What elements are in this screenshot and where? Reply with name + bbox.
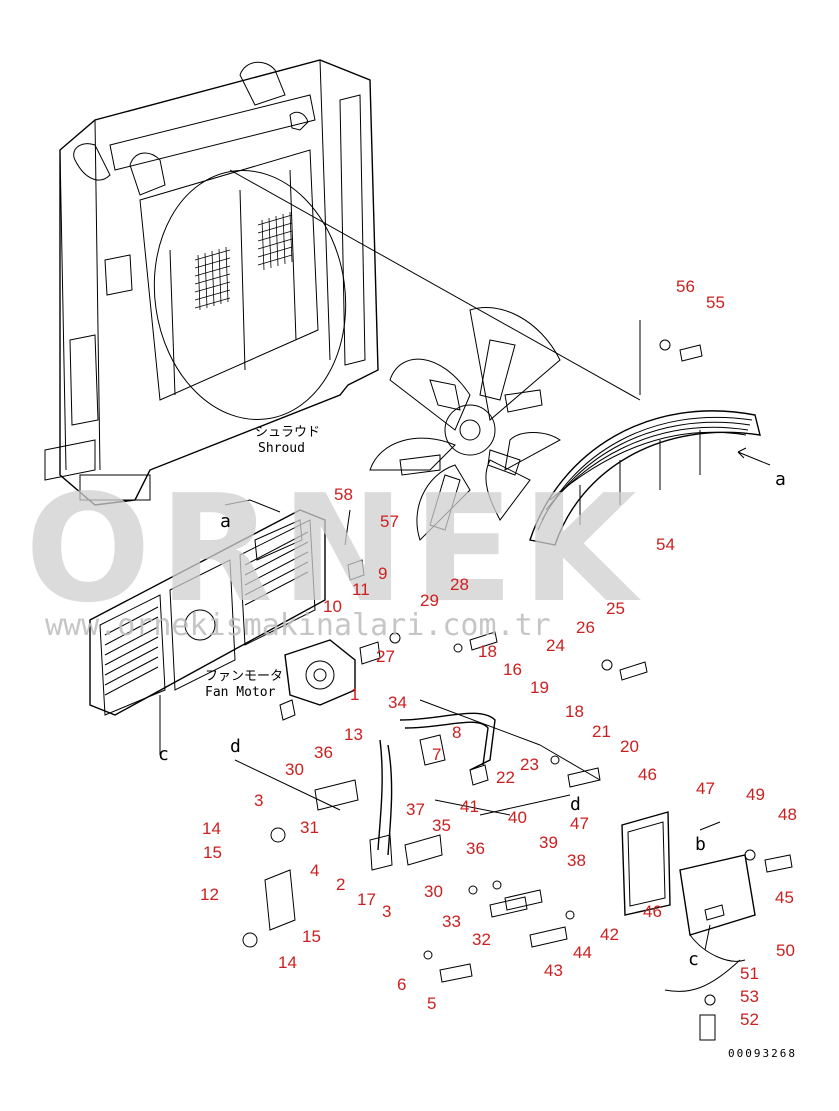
part-number-36: 36 (314, 743, 333, 762)
part-number-18: 18 (478, 642, 497, 661)
part-number-39: 39 (539, 833, 558, 852)
view-letter-a-left: a (220, 511, 231, 532)
part-number-37: 37 (406, 800, 425, 819)
view-letter-b: b (695, 834, 706, 855)
part-number-48: 48 (778, 805, 797, 824)
fan-blade (369, 306, 561, 541)
part-number-16: 16 (503, 660, 522, 679)
watermark-url: www.ornekismakinalari.com.tr (45, 608, 551, 643)
part-number-40: 40 (508, 808, 527, 827)
radiator-assembly (44, 59, 379, 506)
view-letter-d-right: d (570, 794, 581, 815)
drawing-code: 00093268 (728, 1047, 797, 1060)
view-letter-d-left: d (230, 736, 241, 757)
shroud-label-en: Shroud (258, 441, 305, 456)
part-number-1: 1 (350, 685, 359, 704)
part-number-30: 30 (424, 882, 443, 901)
assembly-line-top (229, 169, 641, 401)
part-number-28: 28 (450, 575, 469, 594)
part-number-33: 33 (442, 912, 461, 931)
part-number-6: 6 (397, 975, 406, 994)
part-number-5: 5 (427, 994, 436, 1013)
part-number-47: 47 (696, 779, 715, 798)
part-number-12: 12 (200, 885, 219, 904)
part-number-50: 50 (776, 941, 795, 960)
part-number-26: 26 (576, 618, 595, 637)
part-number-19: 19 (530, 678, 549, 697)
watermark-brand: ORNEK (25, 463, 644, 635)
view-letter-c-right: c (688, 949, 699, 970)
fasteners (242, 339, 793, 1041)
part-number-29: 29 (420, 591, 439, 610)
part-number-7: 7 (432, 745, 441, 764)
part-number-15: 15 (302, 927, 321, 946)
hoses (314, 712, 496, 871)
core-grid-right (257, 211, 293, 271)
part-number-14: 14 (278, 953, 297, 972)
part-number-54: 54 (656, 535, 675, 554)
part-number-2: 2 (336, 875, 345, 894)
part-number-3: 3 (254, 791, 263, 810)
part-number-38: 38 (567, 851, 586, 870)
part-number-47: 47 (570, 814, 589, 833)
part-number-53: 53 (740, 987, 759, 1006)
fan-motor-label-jp: ファンモータ (205, 669, 283, 684)
part-number-32: 32 (472, 930, 491, 949)
part-number-10: 10 (323, 597, 342, 616)
part-number-23: 23 (520, 755, 539, 774)
fan-motor-label-en: Fan Motor (205, 685, 276, 700)
part-number-56: 56 (676, 277, 695, 296)
part-number-4: 4 (310, 861, 319, 880)
part-number-36: 36 (466, 839, 485, 858)
part-number-9: 9 (378, 564, 387, 583)
part-number-24: 24 (546, 636, 565, 655)
part-number-22: 22 (496, 768, 515, 787)
leader-lines (159, 320, 721, 951)
part-number-35: 35 (432, 816, 451, 835)
part-number-46: 46 (638, 765, 657, 784)
view-letter-c-left: c (158, 744, 169, 765)
view-letter-a-right: a (775, 469, 786, 490)
part-number-46: 46 (643, 902, 662, 921)
part-number-43: 43 (544, 961, 563, 980)
part-number-51: 51 (740, 964, 759, 983)
part-number-15: 15 (203, 843, 222, 862)
part-number-31: 31 (300, 818, 319, 837)
fan-motor (279, 639, 356, 721)
part-number-58: 58 (334, 485, 353, 504)
part-number-41: 41 (460, 797, 479, 816)
arrow-a-right (737, 447, 771, 466)
part-number-18: 18 (565, 702, 584, 721)
part-number-30: 30 (285, 760, 304, 779)
part-number-42: 42 (600, 925, 619, 944)
part-number-27: 27 (376, 647, 395, 666)
part-number-3: 3 (382, 902, 391, 921)
part-number-55: 55 (706, 293, 725, 312)
bracket-12 (264, 869, 296, 931)
part-number-14: 14 (202, 819, 221, 838)
part-number-20: 20 (620, 737, 639, 756)
cooler-frame (89, 509, 326, 716)
core-grid-left (194, 246, 231, 311)
part-number-13: 13 (344, 725, 363, 744)
part-number-25: 25 (606, 599, 625, 618)
part-number-52: 52 (740, 1010, 759, 1029)
part-number-8: 8 (452, 723, 461, 742)
part-number-45: 45 (775, 888, 794, 907)
part-number-49: 49 (746, 785, 765, 804)
watermark: ORNEK www.ornekismakinalari.com.tr (25, 463, 644, 643)
cover-plates (621, 811, 756, 992)
shroud-label-jp: シュラウド (255, 425, 320, 440)
part-number-34: 34 (388, 693, 407, 712)
fan-guard (529, 410, 761, 546)
part-number-57: 57 (380, 512, 399, 531)
part-number-21: 21 (592, 722, 611, 741)
part-number-17: 17 (357, 890, 376, 909)
part-number-11: 11 (352, 580, 370, 599)
part-number-44: 44 (573, 943, 592, 962)
